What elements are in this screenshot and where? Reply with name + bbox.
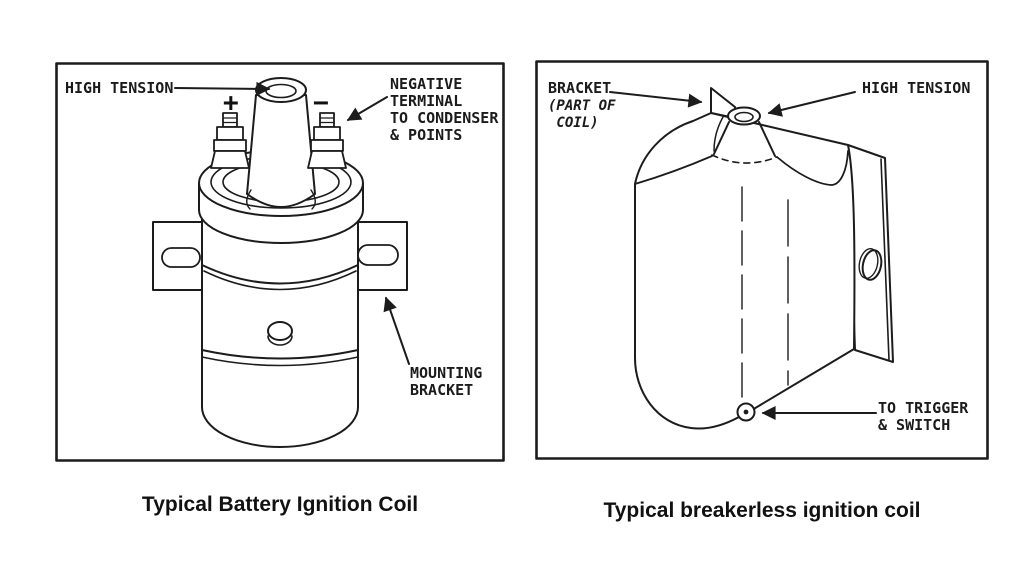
label-high-tension: HIGH TENSION	[862, 79, 971, 97]
battery-coil-panel: HIGH TENSION + − NEGATIVE TERMINAL TO CO…	[55, 62, 505, 462]
arrow-bracket	[609, 91, 703, 108]
breakerless-coil-panel: BRACKET (PART OF COIL) HIGH TENSION TO T…	[535, 60, 989, 460]
label-negative-terminal: NEGATIVE TERMINAL TO CONDENSER & POINTS	[390, 75, 499, 144]
positive-terminal-shape	[210, 112, 250, 169]
caption-breakerless-coil: Typical breakerless ignition coil	[603, 499, 921, 522]
breakerless-coil-drawing	[535, 60, 989, 460]
label-positive-symbol: +	[223, 88, 239, 118]
coil-body-shape	[634, 112, 856, 430]
leader-arrows	[609, 91, 877, 420]
label-to-trigger: TO TRIGGER & SWITCH	[878, 399, 969, 434]
label-mounting-bracket: MOUNTING BRACKET	[410, 364, 483, 399]
coil-body-shape	[201, 209, 359, 448]
trigger-terminal-shape	[736, 402, 756, 422]
panel-border	[535, 60, 989, 460]
label-negative-symbol: −	[313, 88, 329, 118]
label-bracket-note: (PART OF COIL)	[548, 98, 616, 131]
arrow-negative-terminal	[346, 96, 388, 121]
panel-border	[55, 62, 505, 462]
label-high-tension: HIGH TENSION	[65, 79, 174, 97]
label-bracket: BRACKET	[548, 79, 612, 97]
high-tension-tower-shape	[711, 106, 778, 164]
high-tension-tower-shape	[246, 77, 316, 210]
leader-arrows	[174, 81, 410, 365]
side-bracket-plate-shape	[847, 144, 894, 363]
battery-coil-drawing	[55, 62, 505, 462]
arrow-high-tension	[767, 91, 856, 117]
caption-battery-coil: Typical Battery Ignition Coil	[141, 493, 419, 516]
arrow-mounting-bracket	[383, 296, 410, 365]
negative-terminal-shape	[307, 112, 347, 169]
arrow-high-tension	[174, 81, 271, 96]
